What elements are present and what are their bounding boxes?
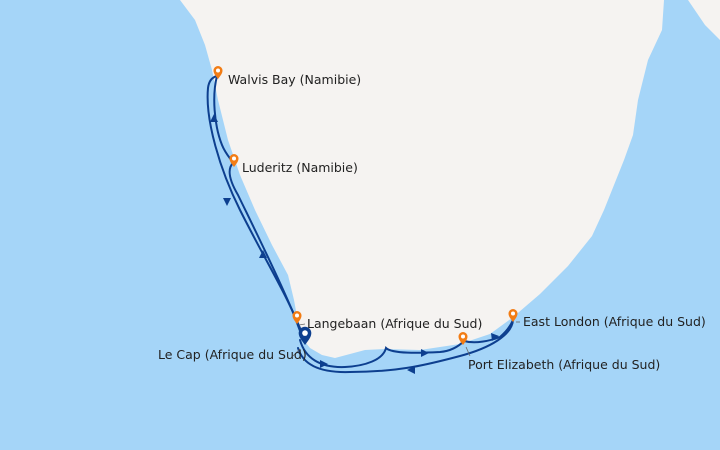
home-port-pin-icon[interactable]: [298, 326, 312, 345]
route-east-return: [297, 319, 514, 374]
route-east-out: [299, 319, 514, 369]
map-pin-icon[interactable]: [213, 66, 223, 79]
route-arrow: [407, 366, 415, 374]
map-pin-icon[interactable]: [508, 309, 518, 322]
route-west-return: [213, 75, 304, 339]
route-arrow: [320, 360, 328, 368]
map-pin-icon[interactable]: [292, 311, 302, 324]
map-pin-icon[interactable]: [458, 332, 468, 345]
route-arrow: [223, 198, 231, 206]
port-label-walvis-bay[interactable]: Walvis Bay (Namibie): [228, 72, 362, 87]
route-arrow: [491, 333, 499, 341]
map-pin-icon[interactable]: [229, 154, 239, 167]
route-arrow: [210, 114, 218, 122]
leader-line: [292, 348, 301, 357]
land-madagascar: [688, 0, 720, 40]
port-label-east-london[interactable]: East London (Afrique du Sud): [523, 314, 706, 329]
land-africa: [180, 0, 664, 358]
port-label-le-cap[interactable]: Le Cap (Afrique du Sud): [158, 347, 307, 362]
port-label-langebaan[interactable]: Langebaan (Afrique du Sud): [307, 316, 483, 331]
port-label-luderitz[interactable]: Luderitz (Namibie): [242, 160, 358, 175]
route-west-out: [206, 75, 304, 337]
leader-line: [298, 323, 306, 326]
leader-line: [465, 346, 471, 357]
port-label-port-elizabeth[interactable]: Port Elizabeth (Afrique du Sud): [468, 357, 661, 372]
route-arrow: [259, 250, 267, 258]
route-arrow: [421, 349, 429, 357]
